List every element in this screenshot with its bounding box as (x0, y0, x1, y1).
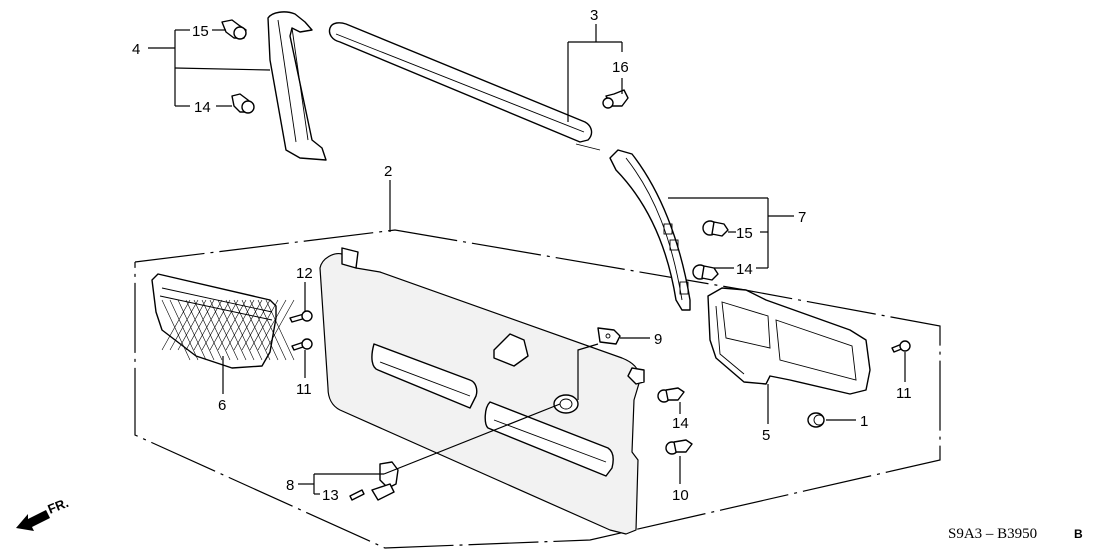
screw-11-left[interactable] (291, 338, 313, 351)
mesh-line (193, 299, 223, 361)
callout-10: 10 (672, 487, 689, 504)
mesh-line (209, 299, 239, 351)
mesh-line (265, 299, 295, 361)
mesh-line (169, 299, 199, 361)
mesh-line (233, 299, 263, 351)
mesh-line (201, 299, 231, 351)
mesh-line (161, 299, 191, 361)
right-side-garnish[interactable] (609, 149, 691, 311)
mesh-line (257, 299, 287, 361)
callout-7: 7 (798, 209, 806, 226)
tailgate-lining[interactable] (319, 247, 645, 535)
callout-3: 3 (590, 7, 598, 24)
mesh-line (225, 299, 255, 361)
mesh-line (233, 299, 263, 361)
mesh-line (209, 299, 239, 361)
clip-14-left[interactable] (231, 93, 255, 114)
mesh-line (201, 299, 231, 361)
callout-14-right: 14 (736, 261, 753, 278)
left-side-garnish[interactable] (267, 11, 327, 161)
callout-12: 12 (296, 265, 313, 282)
grommet-1[interactable] (807, 412, 825, 428)
mesh-line (177, 299, 207, 351)
clip-nut-9[interactable] (597, 327, 621, 345)
assembly-outline (134, 229, 941, 549)
clip-15-right[interactable] (702, 220, 729, 237)
mesh-line (241, 299, 271, 351)
mesh-line (217, 299, 247, 351)
callout-5: 5 (762, 427, 770, 444)
mesh-line (257, 299, 287, 351)
mesh-line (225, 299, 255, 351)
mesh-line (249, 299, 279, 361)
callout-15-left: 15 (192, 23, 209, 40)
callout-1: 1 (860, 413, 868, 430)
mesh-line (249, 299, 279, 351)
callout-13: 13 (322, 487, 339, 504)
callout-labels: 4 15 14 3 16 2 7 15 14 12 11 6 9 14 10 5… (132, 7, 912, 504)
callout-11-left: 11 (296, 381, 312, 398)
mesh-line (217, 299, 247, 361)
clip-14-right[interactable] (692, 264, 719, 281)
diagram-code-suffix: B (1074, 527, 1083, 541)
left-speaker-grille[interactable] (151, 273, 295, 369)
callout-9: 9 (654, 331, 662, 348)
diagram-code-text: S9A3 – B3950 (948, 526, 1037, 542)
mesh-line (185, 299, 215, 361)
mesh-line (177, 299, 207, 361)
clip-15-left[interactable] (221, 19, 247, 40)
mesh-line (161, 299, 191, 351)
callout-15-right: 15 (736, 225, 753, 242)
mesh-line (169, 299, 199, 351)
arrow-left-icon (16, 510, 50, 531)
callout-6: 6 (218, 397, 226, 414)
callout-14-lining: 14 (672, 415, 689, 432)
diagram-code: S9A3 – B3950 B (948, 526, 1083, 542)
pull-handle-8[interactable] (371, 461, 399, 501)
grille-mesh (161, 299, 295, 361)
mesh-line (265, 299, 295, 351)
mesh-line (193, 299, 223, 351)
direction-label: FR. (46, 495, 71, 517)
mesh-line (185, 299, 215, 351)
screw-12[interactable] (289, 310, 313, 323)
leader-lines (148, 24, 906, 495)
callout-14-left: 14 (194, 99, 211, 116)
screw-11-right[interactable] (891, 340, 911, 353)
callout-11-right: 11 (896, 385, 912, 402)
clip-14-lining[interactable] (657, 387, 685, 403)
mesh-line (241, 299, 271, 361)
callout-8: 8 (286, 477, 294, 494)
clip-16[interactable] (602, 89, 629, 109)
upper-garnish[interactable] (328, 22, 601, 151)
right-pocket-trim[interactable] (707, 287, 871, 395)
clip-10[interactable] (665, 439, 693, 455)
front-direction-indicator: FR. (16, 495, 71, 531)
callout-4: 4 (132, 41, 140, 58)
callout-16: 16 (612, 59, 629, 76)
tapping-screw-13[interactable] (349, 489, 365, 501)
callout-2: 2 (384, 163, 392, 180)
